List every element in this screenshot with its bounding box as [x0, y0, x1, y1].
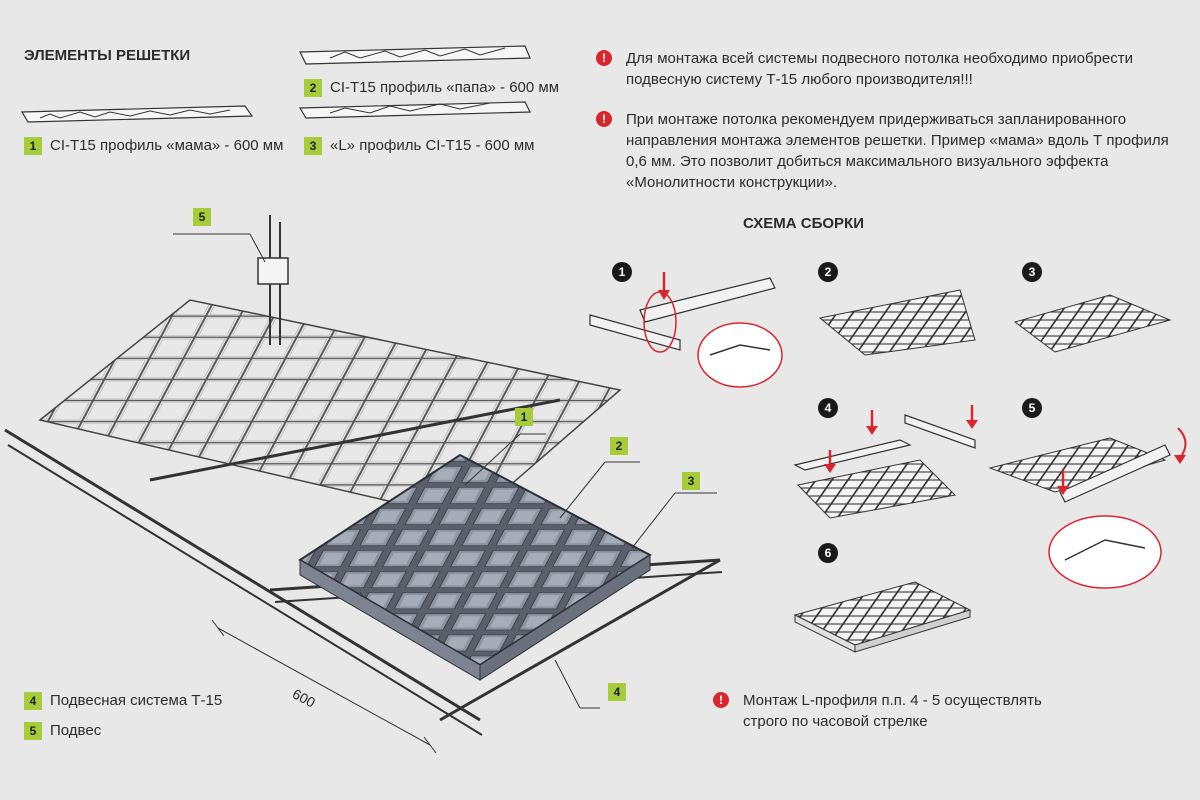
element-2-badge: 2 — [304, 79, 322, 97]
warning-1-text: Для монтажа всей системы подвесного пото… — [626, 48, 1133, 90]
warning-3-text: Монтаж L-профиля п.п. 4 - 5 осуществлять… — [743, 690, 1042, 732]
element-5-label: Подвес — [50, 722, 102, 739]
step-4-number: 4 — [818, 398, 838, 418]
warning-1-line-1: Для монтажа всей системы подвесного пото… — [626, 50, 1133, 67]
element-4-label: Подвесная система Т-15 — [50, 692, 223, 709]
warning-1-icon: ! — [596, 50, 612, 66]
step-5-drawing — [988, 427, 1187, 589]
step-4-drawing — [793, 405, 978, 519]
warning-2-line-1: При монтаже потолка рекомендуем придержи… — [626, 111, 1127, 128]
step-6-number: 6 — [818, 543, 838, 563]
step-3-number: 3 — [1022, 262, 1042, 282]
callout-5-badge: 5 — [193, 208, 211, 226]
warning-2-line-3: 0,6 мм. Это позволит добиться максимальн… — [626, 153, 1109, 170]
element-1-badge: 1 — [24, 137, 42, 155]
step-1-number: 1 — [612, 262, 632, 282]
profile-papa-drawing — [299, 45, 531, 65]
warning-2-line-4: «Монолитности конструкции». — [626, 174, 838, 191]
warning-2-line-2: направления монтажа элементов решетки. П… — [626, 132, 1169, 149]
callout-3-badge: 3 — [682, 472, 700, 490]
warning-3-line-2: строго по часовой стрелке — [743, 713, 928, 730]
element-3-label: «L» профиль CI-T15 - 600 мм — [330, 137, 535, 154]
warning-3-line-1: Монтаж L-профиля п.п. 4 - 5 осуществлять — [743, 692, 1042, 709]
element-5-badge: 5 — [24, 722, 42, 740]
element-3-badge: 3 — [304, 137, 322, 155]
warning-1-line-2: подвесную систему Т-15 любого производит… — [626, 71, 973, 88]
callout-4-badge: 4 — [608, 683, 626, 701]
main-grid-illustration — [4, 215, 723, 754]
step-2-drawing — [818, 289, 976, 356]
warning-2-icon: ! — [596, 111, 612, 127]
step-2-number: 2 — [818, 262, 838, 282]
callout-2-badge: 2 — [610, 437, 628, 455]
warning-2-text: При монтаже потолка рекомендуем придержи… — [626, 109, 1169, 193]
profile-l-drawing — [298, 101, 531, 119]
element-2-label: CI-T15 профиль «папа» - 600 мм — [330, 79, 560, 96]
step-6-drawing — [793, 581, 972, 653]
element-4-badge: 4 — [24, 692, 42, 710]
warning-3-icon: ! — [713, 692, 729, 708]
element-1-label: CI-T15 профиль «мама» - 600 мм — [50, 137, 284, 154]
step-1-drawing — [589, 272, 783, 388]
assembly-title: СХЕМА СБОРКИ — [743, 215, 864, 232]
step-3-drawing — [1013, 294, 1172, 353]
section-title: ЭЛЕМЕНТЫ РЕШЕТКИ — [24, 47, 191, 64]
step-5-number: 5 — [1022, 398, 1042, 418]
callout-1-badge: 1 — [515, 408, 533, 426]
profile-mama-drawing — [20, 105, 254, 123]
